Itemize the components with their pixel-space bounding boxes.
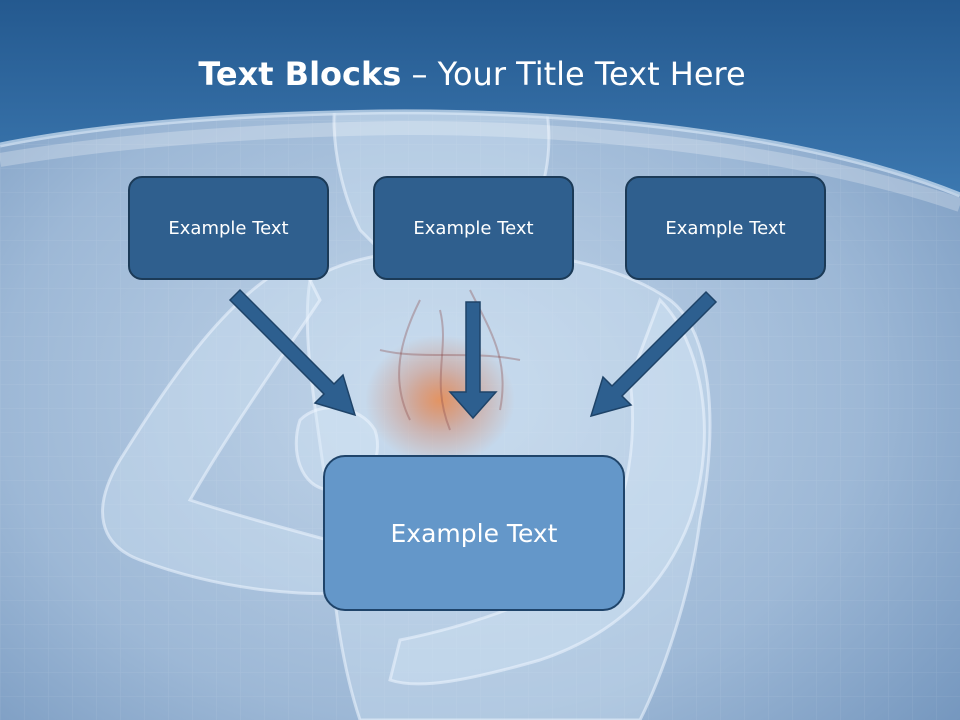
text-block-main-label: Example Text bbox=[390, 518, 558, 548]
text-block-main[interactable]: Example Text bbox=[323, 455, 625, 611]
text-block-right[interactable]: Example Text bbox=[625, 176, 826, 280]
arrow-right bbox=[589, 290, 718, 418]
title-rest: – Your Title Text Here bbox=[401, 55, 746, 93]
arrow-center bbox=[448, 301, 498, 420]
page-title: Text Blocks – Your Title Text Here bbox=[0, 55, 944, 93]
arrow-left bbox=[228, 288, 357, 417]
text-block-center-label: Example Text bbox=[413, 217, 534, 239]
header-band bbox=[0, 0, 960, 195]
text-block-left-label: Example Text bbox=[168, 217, 289, 239]
text-block-right-label: Example Text bbox=[665, 217, 786, 239]
text-block-center[interactable]: Example Text bbox=[373, 176, 574, 280]
text-block-left[interactable]: Example Text bbox=[128, 176, 329, 280]
title-bold: Text Blocks bbox=[198, 55, 402, 93]
